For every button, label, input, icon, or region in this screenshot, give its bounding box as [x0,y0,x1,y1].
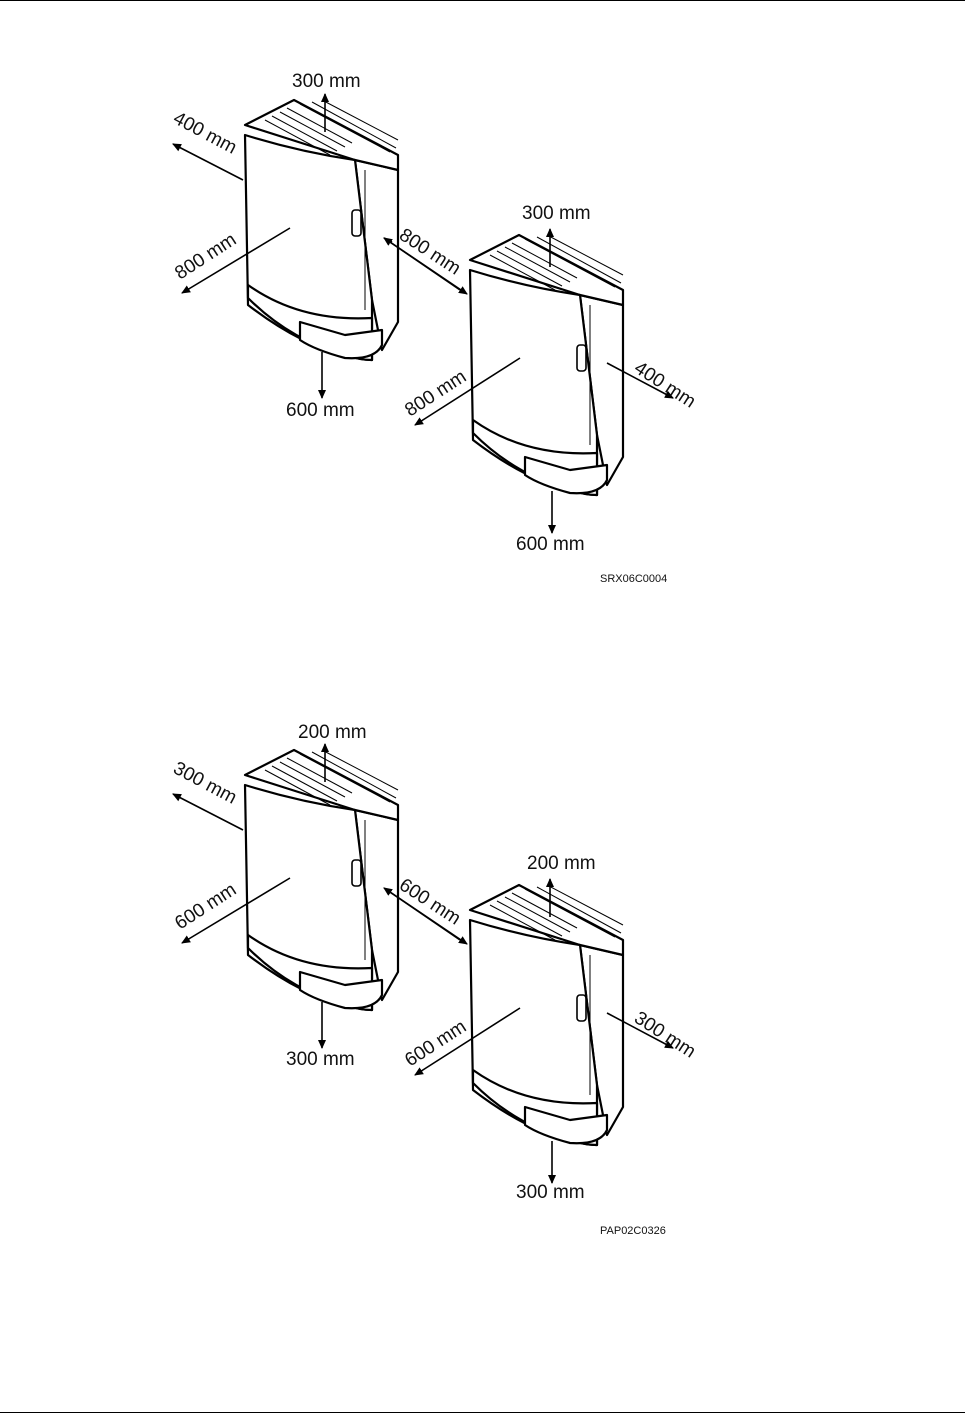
clearance-label-bottom-a: 300 mm [286,1049,355,1070]
clearance-label-bottom-b: 600 mm [516,534,585,555]
clearance-label-left-lower-b: 600 mm [401,1016,470,1071]
clearance-label-top-a: 300 mm [292,71,361,92]
clearance-label-left-upper-a: 400 mm [170,108,240,159]
clearance-label-bottom-b: 300 mm [516,1182,585,1203]
cabinet-icon [470,235,623,495]
cabinet-unit-a: 200 mm 300 mm 600 mm 600 mm 300 mm [170,722,467,1070]
clearance-label-top-a: 200 mm [298,722,367,743]
cabinet-icon [245,100,398,360]
clearance-label-top-b: 200 mm [527,853,596,874]
clearance-label-right-b: 400 mm [630,358,699,413]
clearance-label-left-upper-a: 300 mm [170,758,240,809]
page-footer-rule [0,1412,965,1413]
clearance-label-left-lower-a: 600 mm [171,879,240,934]
clearance-label-top-b: 300 mm [522,203,591,224]
figure-code: SRX06C0004 [600,573,667,585]
clearance-label-left-lower-a: 800 mm [171,229,240,284]
clearance-diagram-2: 200 mm 300 mm 600 mm 600 mm 300 mm 200 m… [0,710,965,1250]
cabinet-icon [470,885,623,1145]
clearance-label-right-b: 300 mm [630,1008,699,1063]
clearance-label-left-lower-b: 800 mm [401,366,470,421]
clearance-label-bottom-a: 600 mm [286,400,355,421]
cabinet-unit-a: 300 mm 400 mm 800 mm 800 mm 600 mm [170,71,467,421]
figure-code: PAP02C0326 [600,1225,666,1237]
cabinet-icon [245,750,398,1010]
page-header-rule [0,0,965,1]
clearance-diagram-1: 300 mm 400 mm 800 mm 800 mm 600 mm 300 m… [0,60,965,620]
